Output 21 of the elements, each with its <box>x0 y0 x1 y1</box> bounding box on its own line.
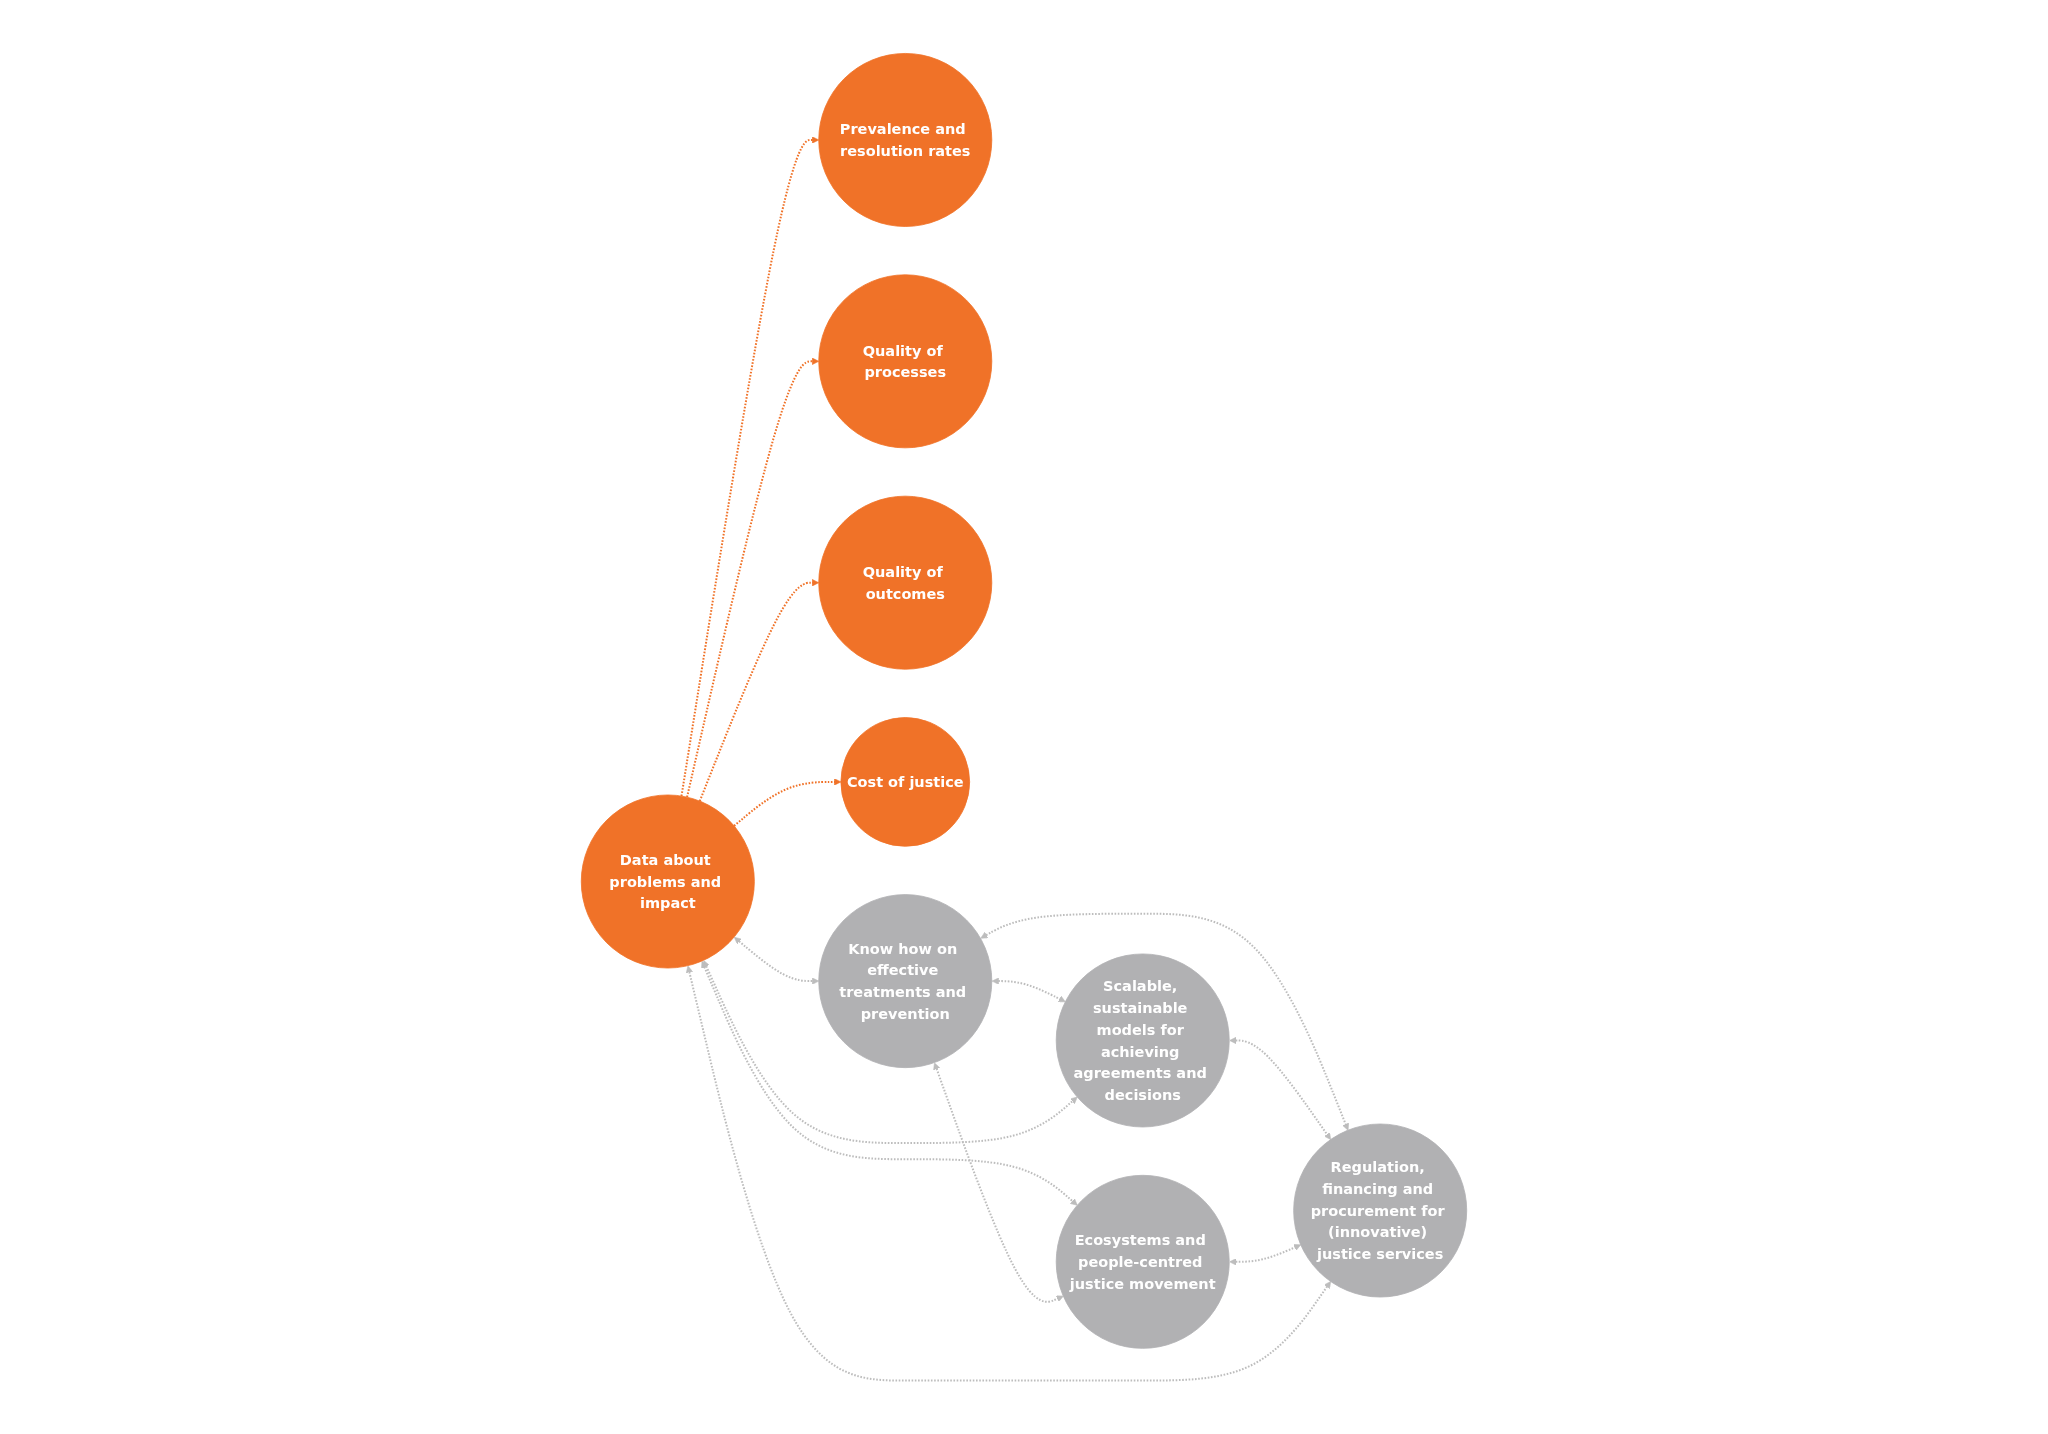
node-circle: Regulation, financing and procurement for (innovative) justice services <box>1293 1123 1468 1298</box>
arrow <box>933 1062 1064 1303</box>
node-circle: Cost of justice <box>840 717 971 847</box>
arrow <box>680 136 820 797</box>
node-circle: Scalable, sustainable models for achieving agreements and decisions <box>1055 953 1230 1128</box>
arrow <box>1229 1244 1302 1266</box>
node-circle: Quality of processes <box>818 274 993 449</box>
arrow <box>733 778 842 827</box>
node-circle: Quality of outcomes <box>818 495 993 670</box>
node-circle: Ecosystems and people-centred justice movement <box>1055 1174 1230 1349</box>
arrow <box>686 357 820 798</box>
node-circle: Know how on effective treatments and prevention <box>818 894 993 1069</box>
arrow <box>701 961 1078 1206</box>
arrow <box>703 960 1078 1145</box>
arrow <box>685 965 1331 1382</box>
node-circle: Data about problems and impact <box>580 794 755 969</box>
arrow <box>698 579 820 802</box>
arrow <box>1229 1036 1331 1140</box>
node-circle: Prevalence and resolution rates <box>818 53 993 227</box>
arrow <box>991 977 1066 1003</box>
arrow <box>734 937 820 985</box>
